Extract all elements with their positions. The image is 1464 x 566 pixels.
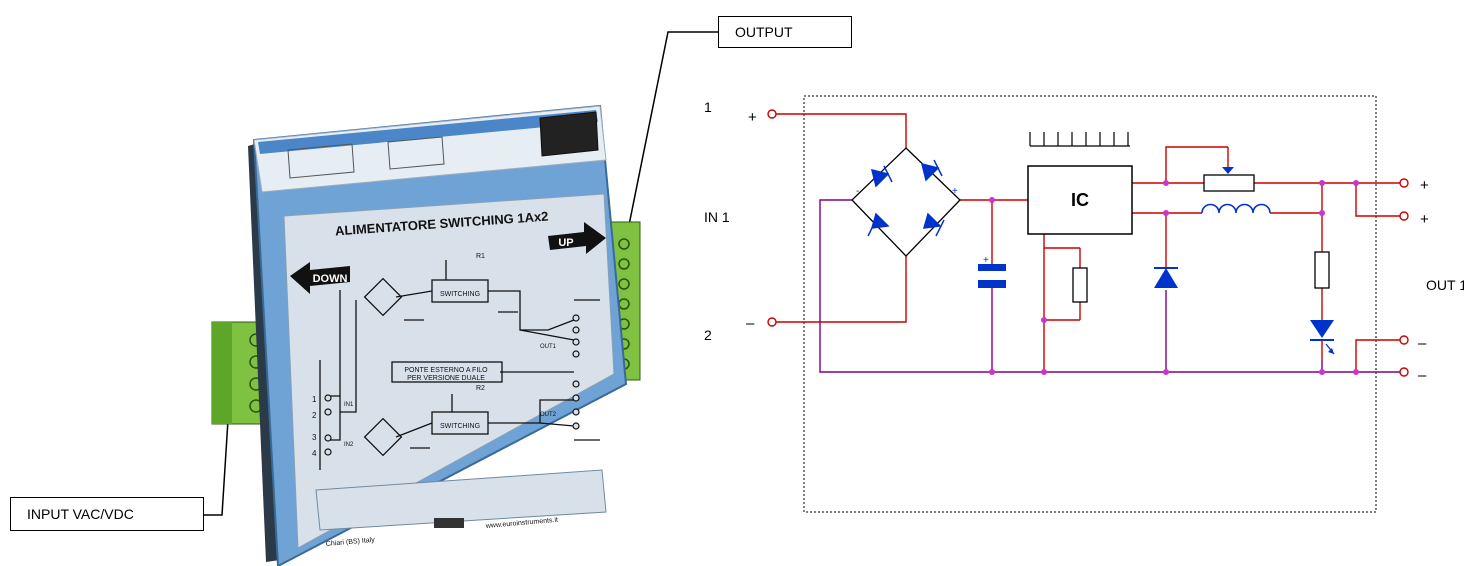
output-terminal-minus-1 — [1399, 335, 1409, 345]
resistor-icon — [1072, 267, 1088, 303]
output-plus-sign-2: + — [1420, 211, 1429, 228]
bridge-note-line-1: PONTE ESTERNO A FILO — [404, 367, 488, 374]
module-pin-2: 2 — [312, 411, 317, 420]
potentiometer-icon — [1203, 167, 1255, 192]
module-pin-4: 4 — [312, 449, 317, 458]
label-schematic — [319, 260, 600, 470]
output-callout-label: OUTPUT — [735, 24, 793, 40]
module-logo — [434, 518, 464, 528]
pin-2-label: 2 — [704, 327, 712, 343]
input-callout: INPUT VAC/VDC — [10, 497, 204, 531]
ic-label: IC — [1071, 190, 1089, 210]
output-minus-sign-2: – — [1418, 367, 1427, 384]
led-icon — [1310, 320, 1335, 360]
input-label: IN 1 — [704, 209, 730, 225]
output-terminal-plus-2 — [1399, 211, 1409, 221]
input-plus-sign: + — [748, 109, 757, 126]
in2-label: IN2 — [344, 442, 354, 448]
out1-label: OUT1 — [540, 344, 557, 350]
switching-label-2: SWITCHING — [440, 423, 480, 430]
capacitor-plus-label: + — [983, 255, 989, 266]
capacitor-icon — [978, 264, 1006, 288]
down-arrow-icon — [290, 262, 350, 294]
switching-label-1: SWITCHING — [440, 291, 480, 298]
module-pin-1: 1 — [312, 395, 317, 404]
bridge-minus-label: - — [856, 186, 859, 197]
r2-label: R2 — [476, 385, 485, 392]
input-terminal-minus — [767, 317, 777, 327]
output-resistor-icon — [1314, 251, 1330, 289]
inductor-icon — [1201, 203, 1271, 214]
bridge-note-line-2: PER VERSIONE DUALE — [407, 375, 485, 382]
bridge-plus-label: + — [952, 186, 958, 197]
in1-label: IN1 — [344, 402, 354, 408]
r1-label: R1 — [476, 253, 485, 260]
pin-1-label: 1 — [704, 99, 712, 115]
input-leader-line — [204, 419, 229, 516]
down-label: DOWN — [313, 273, 348, 285]
module-pin-3: 3 — [312, 433, 317, 442]
circuit-schematic: - + + IC — [704, 95, 1464, 513]
ic-pin-comb — [1029, 132, 1130, 147]
junction-dots — [989, 180, 1359, 375]
output-terminal-minus-2 — [1399, 367, 1409, 377]
schematic-wires — [776, 113, 1400, 372]
schematic-frame — [803, 95, 1377, 513]
input-minus-sign: – — [746, 315, 755, 332]
freewheel-diode-icon — [1154, 267, 1178, 288]
up-arrow-icon — [548, 222, 606, 254]
module-footer-left: Chiari (BS) Italy — [326, 537, 376, 548]
output-leader-line — [627, 31, 718, 231]
ic-chip — [1027, 165, 1133, 235]
output-minus-sign-1: – — [1418, 335, 1427, 352]
output-terminal-plus-1 — [1399, 178, 1409, 188]
output-callout: OUTPUT — [718, 16, 852, 48]
diode-bridge — [851, 147, 961, 257]
input-terminal-plus — [767, 109, 777, 119]
out2-label: OUT2 — [540, 412, 557, 418]
output-plus-sign-1: + — [1420, 177, 1429, 194]
output-label: OUT 1 — [1426, 277, 1464, 293]
power-supply-module: ALIMENTATORE SWITCHING 1Ax2 UP DOWN — [211, 104, 641, 566]
label-terminal-dots — [324, 314, 580, 456]
input-callout-label: INPUT VAC/VDC — [27, 506, 134, 522]
up-label: UP — [558, 237, 573, 249]
